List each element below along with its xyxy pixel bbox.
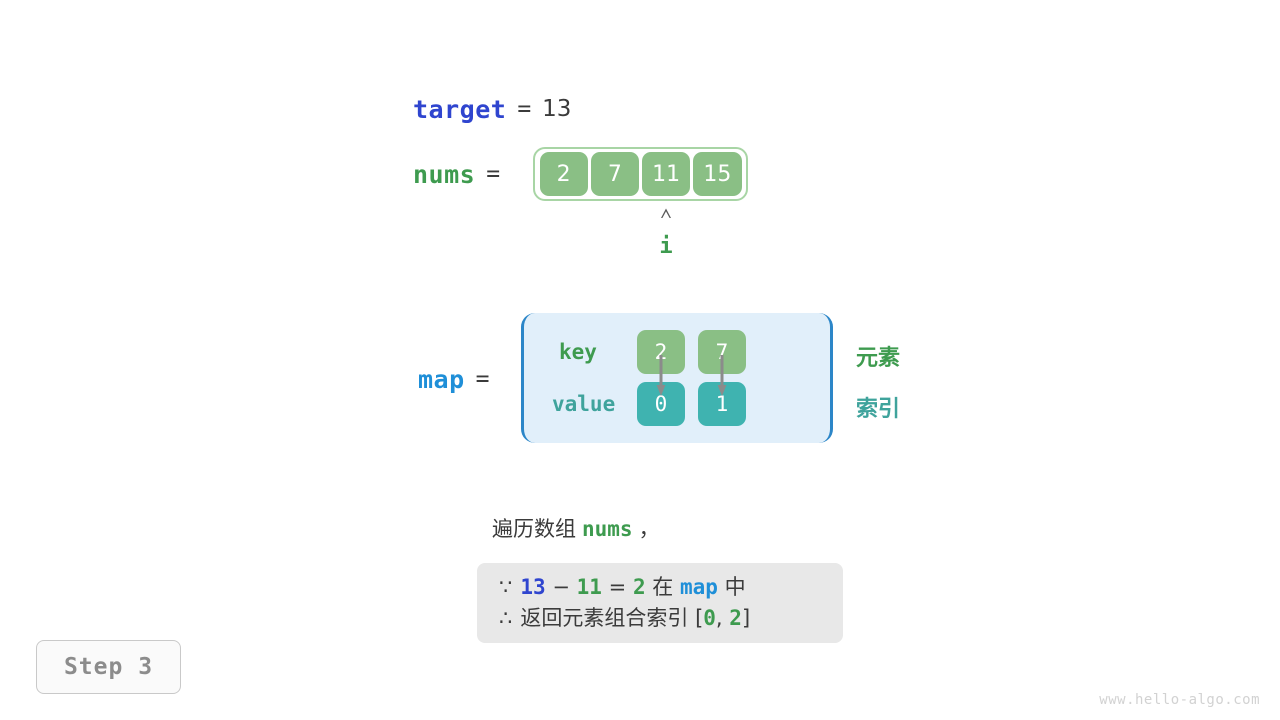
map-row-label-key: key [559,340,597,364]
watermark: www.hello-algo.com [1099,692,1260,708]
map-variable-label: map [418,364,465,394]
therefore-symbol: ∴ [499,606,513,630]
map-arrow-icon-0 [656,355,666,396]
note-minus-operator: − [552,575,570,599]
note-line-1: ∵ 13 − 11 = 2 在 map 中 [499,572,821,603]
map-declaration: map = [418,362,501,396]
note-in-word: 在 [652,575,674,599]
note-bracket-open: [ [695,606,704,630]
array-cell-1: 7 [590,152,639,196]
target-value: 13 [542,96,572,122]
step-badge: Step 3 [36,640,181,694]
caption-keyword-nums: nums [582,517,633,541]
target-variable-label: target [413,94,507,124]
caption-prefix: 遍历数组 [492,517,576,541]
array-cell-2: 11 [642,152,691,196]
note-result-index-1: 2 [729,606,742,630]
array-cell-0: 2 [539,152,588,196]
note-result-text: 返回元素组合索引 [520,606,689,630]
note-equals-operator: = [608,575,627,599]
map-side-label-element: 元素 [856,346,901,371]
map-row-label-value: value [552,392,616,416]
map-value-cell-0: 0 [637,382,685,426]
pointer-label: i [659,234,673,259]
note-value-complement: 2 [632,575,646,599]
nums-equals-sign: = [486,161,501,187]
array-cell-3: 15 [693,152,742,196]
note-value-target: 13 [520,575,546,599]
map-equals-sign: = [475,366,490,392]
nums-array-container: 2 7 11 15 [533,147,748,201]
map-value-cell-1: 1 [698,382,746,426]
map-container: key value 2 7 0 1 [521,313,833,443]
explanation-note-box: ∵ 13 − 11 = 2 在 map 中 ∴ 返回元素组合索引 [0, 2] [477,563,843,643]
note-result-index-0: 0 [703,606,716,630]
index-pointer: i [643,207,689,258]
map-arrow-icon-1 [717,355,727,396]
note-map-keyword: map [679,575,718,599]
because-symbol: ∵ [499,575,513,599]
pointer-caret-icon [643,207,689,225]
target-equals-sign: = [517,96,532,122]
note-line-2: ∴ 返回元素组合索引 [0, 2] [499,603,821,634]
nums-variable-label: nums [413,159,476,189]
note-value-current: 11 [576,575,602,599]
note-result-comma: , [715,606,723,630]
map-side-label-index: 索引 [856,397,901,422]
map-grid: key value 2 7 0 1 [524,313,830,443]
note-bracket-close: ] [741,606,751,630]
nums-declaration: nums = [413,157,511,191]
note-zhong-word: 中 [724,575,746,599]
caption-suffix: ， [638,517,660,541]
target-declaration: target = 13 [413,92,571,126]
